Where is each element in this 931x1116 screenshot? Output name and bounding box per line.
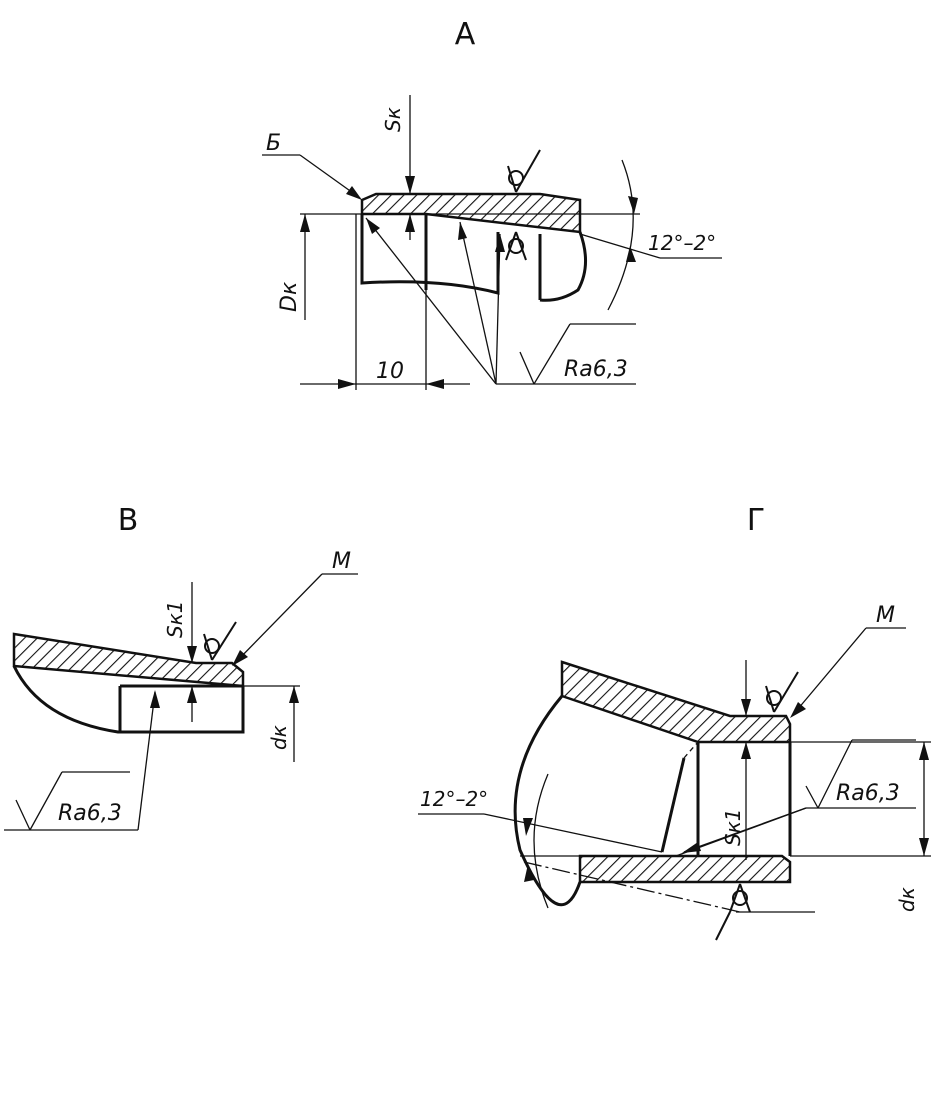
view-g-weld-symbol-top	[765, 671, 799, 713]
view-g-title: Г	[747, 503, 765, 538]
view-g-weld-symbol-bottom	[715, 883, 751, 941]
view-a-roughness-symbol	[365, 217, 636, 385]
view-g-angle-arrow-bottom	[524, 864, 534, 882]
view-g-angle-arc	[533, 773, 549, 909]
view-v-outline	[12, 665, 245, 734]
view-v-sk1-arrow-bottom	[187, 686, 197, 703]
view-a-b-label: Б	[266, 131, 281, 156]
view-a-dk-label: Dк	[277, 281, 302, 312]
view-v-m-arrow	[232, 650, 248, 666]
view-g-dk-arrow-bottom	[919, 838, 929, 856]
view-v-title: В	[118, 503, 139, 538]
view-a-angle-arrow-top	[628, 196, 638, 214]
view-v-dk-label: dк	[267, 725, 291, 750]
view-v-roughness-label: Ra6,3	[58, 801, 122, 826]
view-a-dim10-arrow-left	[338, 379, 356, 389]
view-a-title: А	[455, 17, 476, 52]
view-a-wall-section	[360, 192, 582, 234]
view-a-dim10-arrow-right	[426, 379, 444, 389]
view-a-angle-label: 12°–2°	[648, 231, 716, 255]
view-g-angle-arrow-top	[523, 818, 533, 836]
view-v-roughness-symbol	[4, 690, 160, 831]
view-a: А Dк Sк Б	[262, 17, 722, 390]
view-v-sk1-arrow-top	[187, 646, 197, 663]
view-g-lower-wall	[578, 854, 792, 884]
view-a-sk-label: Sк	[381, 107, 405, 132]
view-a-angle-arc	[607, 159, 634, 311]
view-v-sk1-label: Sк1	[163, 601, 187, 639]
view-g-roughness-symbol	[675, 739, 916, 857]
view-g-upper-wall	[560, 660, 792, 744]
view-g-break-line	[513, 695, 582, 907]
view-a-b-arrow	[346, 186, 362, 200]
view-a-sk-arrow-top	[405, 176, 415, 194]
view-a-cone-line	[425, 213, 581, 233]
view-v-dk-arrow	[289, 686, 299, 703]
view-g-m-leader	[791, 627, 867, 717]
view-g-sk1-label: Sк1	[721, 809, 745, 847]
view-g-sk1-arrow-bottom	[741, 742, 751, 759]
view-g-sk1-arrow-top	[741, 699, 751, 716]
view-v: В Sк1 M dк	[4, 503, 358, 831]
view-g-dk-arrow-top	[919, 742, 929, 760]
view-g-cone-dashed	[683, 741, 699, 759]
view-a-angle-leader	[579, 233, 661, 259]
view-a-break-line	[539, 231, 587, 302]
view-v-weld-symbol	[203, 621, 237, 661]
view-g-cone-solid	[660, 757, 686, 853]
view-a-dim10-label: 10	[376, 359, 404, 384]
view-v-wall-section	[12, 632, 245, 688]
view-g-roughness-label: Ra6,3	[836, 781, 900, 806]
view-v-m-leader	[233, 573, 323, 665]
view-g-angle-leader-2	[483, 813, 663, 853]
view-g-dk-label: dк	[895, 887, 919, 912]
view-g-center-line	[523, 861, 741, 913]
view-a-dk-arrow	[300, 214, 310, 232]
view-a-weld-symbol-bottom	[505, 231, 527, 261]
view-g-angle-label: 12°–2°	[420, 787, 488, 811]
view-a-roughness-label: Ra6,3	[564, 357, 628, 382]
view-a-weld-symbol-top	[507, 149, 541, 193]
view-a-angle-arrow-bottom	[626, 246, 636, 262]
view-a-sk-arrow-bottom	[405, 214, 415, 232]
view-g-m-arrow	[790, 702, 806, 718]
view-g-m-label: M	[876, 603, 895, 628]
view-a-inner-outline	[360, 214, 500, 295]
view-g: Г dк Sк1	[418, 503, 931, 941]
view-v-m-label: M	[332, 549, 351, 574]
